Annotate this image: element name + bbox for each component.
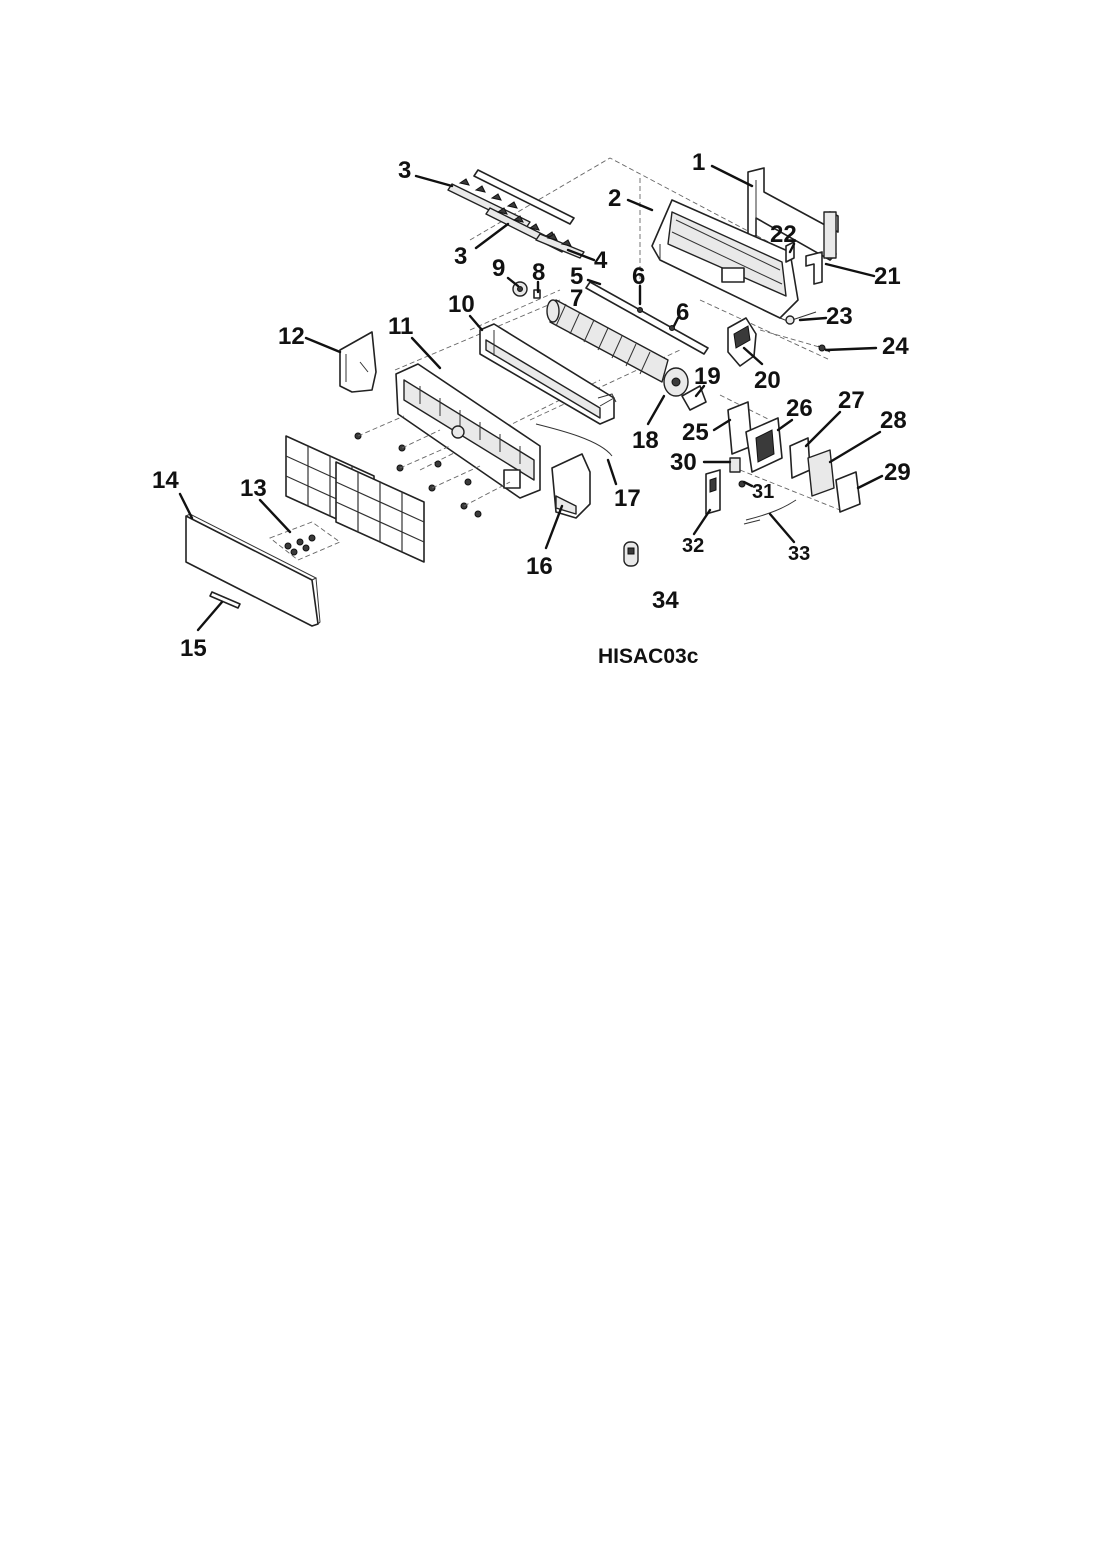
callout-2: 2 — [608, 185, 621, 212]
callout-6-lower: 6 — [676, 299, 689, 326]
model-code: HISAC03c — [598, 645, 699, 668]
part-front-panel — [185, 513, 321, 627]
callout-9: 9 — [492, 255, 505, 282]
callout-25: 25 — [682, 419, 709, 446]
part-remote-controller — [623, 541, 639, 567]
callout-18: 18 — [632, 427, 659, 454]
leader-lines — [178, 164, 884, 632]
callout-4: 4 — [594, 247, 608, 274]
callout-12: 12 — [278, 323, 305, 350]
part-drain-pipe — [535, 423, 613, 457]
part-front-frame — [395, 363, 541, 499]
callout-26: 26 — [786, 395, 813, 422]
callout-20: 20 — [754, 367, 781, 394]
callout-22: 22 — [770, 221, 797, 248]
part-terminal-block — [729, 457, 746, 488]
callout-24: 24 — [882, 333, 909, 360]
part-cross-flow-fan — [546, 299, 669, 383]
part-bearing — [512, 281, 541, 299]
callout-27: 27 — [838, 387, 865, 414]
callout-17: 17 — [614, 485, 641, 512]
part-rear-chassis — [651, 199, 799, 323]
callout-1: 1 — [692, 149, 705, 176]
callout-3-upper: 3 — [398, 157, 411, 184]
callout-10: 10 — [448, 291, 475, 318]
callout-14: 14 — [152, 467, 179, 494]
callout-labels: 1 2 3 3 4 5 6 6 7 8 9 10 11 12 13 14 15 … — [152, 149, 911, 668]
part-electric-box — [727, 401, 861, 513]
callout-8: 8 — [532, 259, 545, 286]
callout-31: 31 — [752, 481, 774, 503]
part-receiver-board — [705, 469, 721, 515]
callout-23: 23 — [826, 303, 853, 330]
callout-6-upper: 6 — [632, 263, 645, 290]
callout-32: 32 — [682, 535, 704, 557]
part-filter-pack — [269, 521, 341, 561]
callout-3-lower: 3 — [454, 243, 467, 270]
part-mounting-plate — [747, 167, 839, 261]
part-left-side-cover — [339, 331, 377, 393]
screw-guides — [357, 415, 511, 507]
callout-28: 28 — [880, 407, 907, 434]
part-pipe-clamp — [785, 241, 823, 285]
callout-34: 34 — [652, 587, 679, 614]
part-evaporator — [479, 323, 617, 425]
part-air-filter-right — [335, 461, 425, 563]
part-display-strip — [209, 591, 241, 609]
callout-5: 5 — [570, 263, 583, 290]
part-power-cord — [743, 499, 797, 525]
callout-21: 21 — [874, 263, 901, 290]
callout-29: 29 — [884, 459, 911, 486]
callout-19: 19 — [694, 363, 721, 390]
callout-33: 33 — [788, 543, 810, 565]
callout-7: 7 — [570, 285, 583, 312]
part-electric-box-cover — [727, 317, 757, 367]
callout-13: 13 — [240, 475, 267, 502]
callout-15: 15 — [180, 635, 207, 662]
part-louver-set-lower — [485, 207, 585, 259]
callout-16: 16 — [526, 553, 553, 580]
callout-11: 11 — [388, 313, 413, 340]
callout-30: 30 — [670, 449, 697, 476]
part-right-side-cover — [551, 453, 591, 519]
